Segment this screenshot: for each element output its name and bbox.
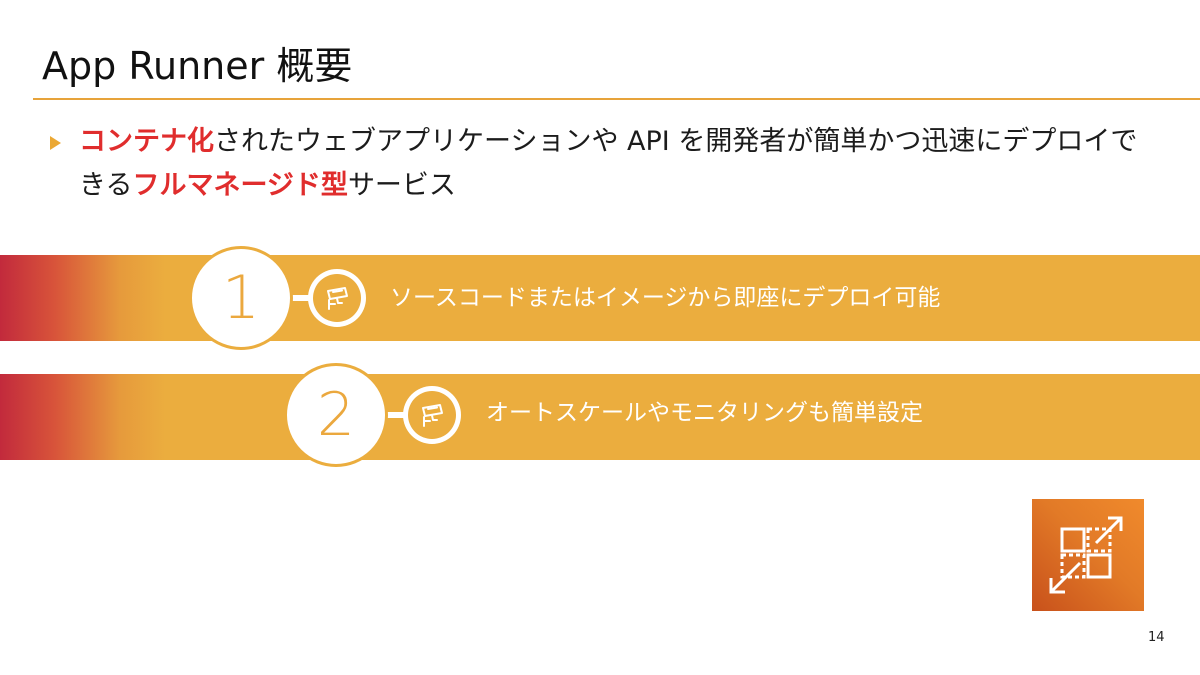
bullet-text-segment: されたウェブアプリケーションや API を開発者が簡単かつ迅速にデプロイできる [79,126,1138,201]
bullet-text-segment: サービス [347,170,456,201]
feature-icon-disc-1 [308,269,366,327]
feature-connector-1 [285,295,315,301]
feature-number-2: 2 [284,363,388,467]
highlight-containerized: コンテナ化 [79,126,214,157]
camera-icon [327,287,348,310]
page-number: 14 [1148,630,1165,645]
slide-title: App Runner 概要 [42,44,353,88]
feature-band-2 [0,374,1200,460]
highlight-fully-managed: フルマネージド型 [132,170,348,201]
feature-number-1: 1 [189,246,293,350]
feature-text-2: オートスケールやモニタリングも簡単設定 [486,400,923,426]
bullet-text: コンテナ化されたウェブアプリケーションや API を開発者が簡単かつ迅速にデプロ… [79,120,1159,208]
feature-connector-2 [378,412,408,418]
bullet-triangle-icon [50,136,61,150]
feature-text-1: ソースコードまたはイメージから即座にデプロイ可能 [390,285,941,311]
camera-icon [422,404,443,427]
app-runner-icon [1032,499,1144,611]
feature-icon-disc-2 [403,386,461,444]
title-divider [33,98,1200,100]
